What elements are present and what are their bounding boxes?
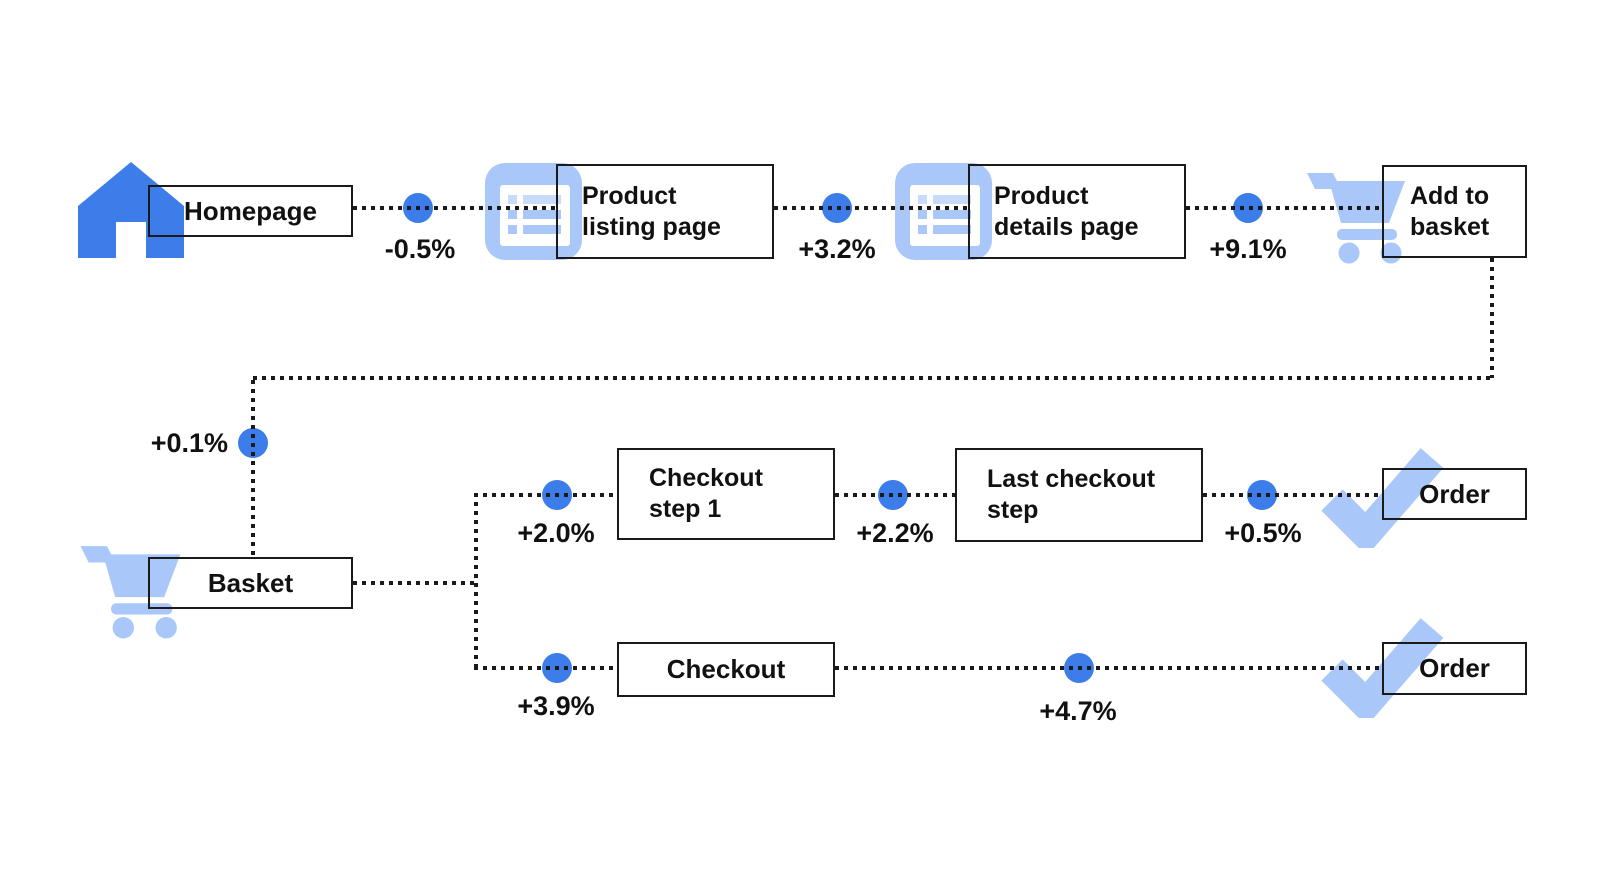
list-icon (895, 163, 992, 260)
node-checkout-step-1-line2: step 1 (649, 495, 722, 523)
node-product-listing-line2: listing page (582, 212, 721, 241)
check-icon (1321, 448, 1444, 548)
node-order-top-label: Order (1419, 478, 1490, 509)
connector-step1-lastcheckout (835, 493, 955, 497)
node-basket: Basket (148, 557, 353, 609)
node-last-checkout-step: Last checkout step (955, 448, 1203, 542)
delta-label-addtobasket-basket: +0.1% (150, 428, 228, 458)
connector-lastcheckout-order (1203, 493, 1382, 497)
delta-label-basket-checkout: +3.9% (517, 691, 595, 721)
connector-homepage-listing (353, 206, 556, 210)
connector-wrap-across (253, 376, 1494, 380)
delta-label-lastcheckout-order: +0.5% (1224, 518, 1302, 548)
node-add-to-basket-line2: basket (1410, 212, 1490, 241)
node-product-listing-page: Product listing page (556, 164, 774, 259)
connector-checkout-order (835, 666, 1382, 670)
connector-details-addtobasket (1186, 206, 1382, 210)
node-last-checkout-step-line1: Last checkout (987, 465, 1156, 493)
node-order-bottom: Order (1382, 642, 1527, 695)
node-order-top: Order (1382, 468, 1527, 520)
node-basket-label: Basket (207, 567, 294, 598)
check-icon (1321, 618, 1444, 718)
node-product-listing-line1: Product (582, 181, 677, 210)
connector-listing-details (774, 206, 968, 210)
node-homepage-label: Homepage (184, 195, 317, 226)
node-checkout: Checkout (617, 642, 835, 697)
delta-label-details-addtobasket: +9.1% (1209, 234, 1287, 264)
connector-junction-vertical (474, 493, 478, 670)
delta-label-step1-lastcheckout: +2.2% (856, 518, 934, 548)
node-product-details-line1: Product (994, 181, 1089, 210)
cart-icon (80, 546, 181, 639)
connector-junction-checkoutstep1 (474, 493, 617, 497)
connector-basket-junction (353, 581, 478, 585)
node-homepage: Homepage (148, 185, 353, 237)
node-add-to-basket: Add to basket (1382, 165, 1527, 258)
connector-addtobasket-down (1490, 258, 1494, 378)
delta-label-basket-checkoutstep1: +2.0% (517, 518, 595, 548)
delta-label-checkout-order: +4.7% (1039, 696, 1117, 726)
node-add-to-basket-line1: Add to (1410, 181, 1490, 210)
node-order-bottom-label: Order (1419, 653, 1490, 683)
node-product-details-page: Product details page (968, 164, 1186, 259)
connector-down-to-basket (251, 380, 255, 557)
node-product-details-line2: details page (994, 212, 1139, 241)
delta-label-listing-details: +3.2% (798, 234, 876, 264)
node-checkout-step-1: Checkout step 1 (617, 448, 835, 540)
delta-label-homepage-listing: -0.5% (384, 234, 456, 264)
node-last-checkout-step-line2: step (987, 496, 1039, 524)
node-checkout-label: Checkout (666, 654, 786, 684)
connector-junction-checkout (474, 666, 617, 670)
node-checkout-step-1-line1: Checkout (649, 464, 763, 492)
